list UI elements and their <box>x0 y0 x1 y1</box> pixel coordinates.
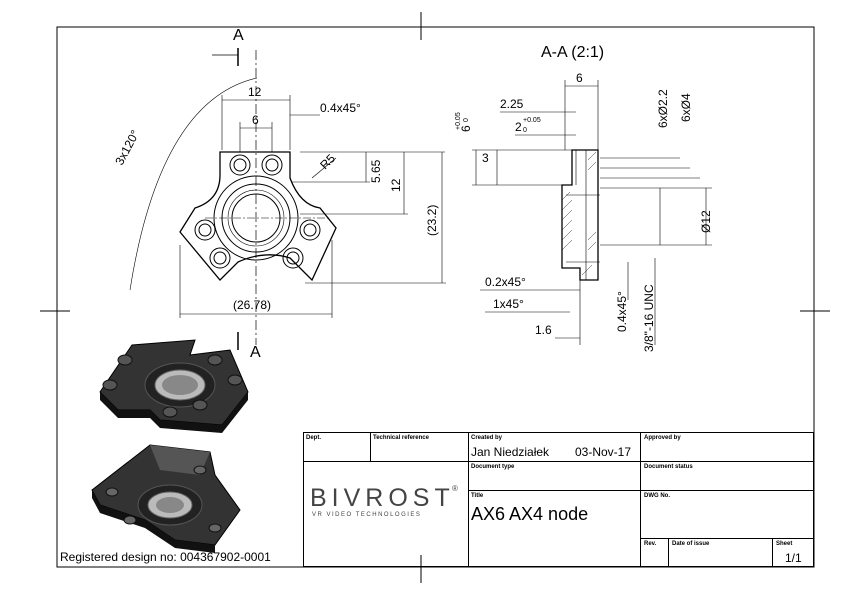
sec-dim-6: 6 <box>576 71 583 85</box>
created-by-value: Jan Niedziałek <box>471 445 550 459</box>
logo-tagline: VR VIDEO TECHNOLOGIES <box>312 512 422 518</box>
dim-radius: R5 <box>317 151 338 172</box>
section-marker-bottom: A <box>250 344 261 361</box>
created-by-label: Created by <box>471 435 503 441</box>
sec-holes-4: 6xØ4 <box>679 93 693 122</box>
sheet-value: 1/1 <box>785 551 802 565</box>
drawing-border <box>56 26 815 568</box>
sec-dia-12: Ø12 <box>699 210 713 233</box>
sec-dim-2-tol-up: +0.05 <box>523 117 541 124</box>
sheet-label: Sheet <box>776 541 793 547</box>
title-block <box>303 432 814 567</box>
dim-565: 5.65 <box>369 159 383 183</box>
section-title: A-A (2:1) <box>541 44 604 61</box>
dwg-no-label: DWG No. <box>644 493 670 499</box>
approved-by-label: Approved by <box>644 435 681 441</box>
company-logo: BIVROST <box>310 484 455 512</box>
sec-dim-6-vertical: 6 <box>459 125 473 132</box>
sec-dim-6-tol-low: 0 <box>463 118 470 122</box>
registered-design: Registered design no: 004367902-0001 <box>60 550 271 564</box>
section-view <box>472 80 712 345</box>
rev-label: Rev. <box>644 541 657 547</box>
sec-dim-16: 1.6 <box>535 323 552 337</box>
dim-chamfer-front: 0.4x45° <box>320 101 361 115</box>
sec-ch-1: 1x45° <box>493 297 524 311</box>
dept-label: Dept. <box>306 435 321 441</box>
section-marker-top: A <box>233 27 244 44</box>
iso-render-bottom <box>91 444 241 553</box>
sec-dim-6-tol-up: +0.05 <box>455 112 462 130</box>
dim-12-top: 12 <box>248 85 262 99</box>
iso-render-top <box>99 339 249 433</box>
dim-angle: 3x120° <box>112 128 142 168</box>
tech-ref-label: Technical reference <box>373 435 429 441</box>
sec-ch-04: 0.4x45° <box>615 291 629 332</box>
created-date: 03-Nov-17 <box>575 445 632 459</box>
sec-thread: 3/8"-16 UNC <box>642 284 656 352</box>
dim-2678: (26.78) <box>233 298 271 312</box>
date-issue-label: Date of issue <box>672 541 710 547</box>
sec-dim-2-tol-low: 0 <box>523 127 527 134</box>
doc-type-label: Document type <box>471 464 515 470</box>
drawing-title: AX6 AX4 node <box>471 504 589 524</box>
sec-dim-225: 2.25 <box>500 97 524 111</box>
title-label: Title <box>471 493 484 499</box>
dim-12-vertical: 12 <box>389 178 403 192</box>
sec-dim-2: 2 <box>515 120 522 134</box>
sec-holes-22: 6xØ2.2 <box>656 89 670 128</box>
sec-dim-3: 3 <box>482 151 489 165</box>
center-marks <box>40 12 830 583</box>
doc-status-label: Document status <box>644 464 693 470</box>
dim-232: (23.2) <box>425 205 439 236</box>
front-view <box>129 48 446 350</box>
sec-ch-02: 0.2x45° <box>485 275 526 289</box>
logo-registered-mark: ® <box>452 484 458 493</box>
dim-6-top: 6 <box>252 113 259 127</box>
